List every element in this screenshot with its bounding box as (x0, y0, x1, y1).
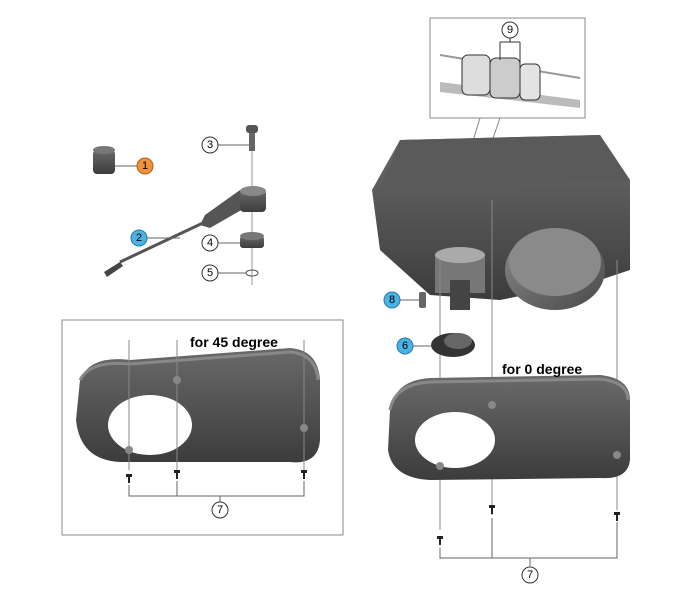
callout-9: 9 (501, 21, 519, 39)
callout-7-left: 7 (211, 501, 229, 519)
svg-text:7: 7 (217, 504, 223, 516)
callout-2: 2 (130, 229, 148, 247)
screws-7-right (437, 505, 620, 566)
svg-text:3: 3 (207, 139, 213, 151)
svg-text:2: 2 (136, 232, 142, 244)
callout-7-right: 7 (521, 566, 539, 584)
part-5-clip (218, 269, 259, 277)
svg-text:8: 8 (389, 294, 395, 306)
callout-4: 4 (201, 234, 219, 252)
callout-3: 3 (201, 136, 219, 154)
part-2-lever (104, 186, 266, 277)
callout-8: 8 (383, 291, 401, 309)
svg-text:9: 9 (507, 24, 513, 36)
svg-text:7: 7 (527, 569, 533, 581)
detail-connector-9 (439, 38, 581, 108)
cover-45-degree (76, 340, 320, 470)
part-4-spacer (218, 232, 264, 248)
part-6-sprocket-nut (413, 333, 475, 357)
screws-7-left (126, 470, 307, 502)
label-0-degree: for 0 degree (502, 361, 582, 377)
cover-0-degree (388, 375, 630, 480)
svg-text:1: 1 (142, 160, 148, 172)
drive-unit (372, 135, 630, 530)
part-3-bolt (218, 125, 258, 285)
callout-6: 6 (396, 337, 414, 355)
svg-text:5: 5 (207, 267, 213, 279)
callout-5: 5 (201, 264, 219, 282)
part-1-cap (93, 146, 137, 174)
svg-text:6: 6 (402, 340, 408, 352)
callout-1: 1 (136, 157, 154, 175)
svg-text:4: 4 (207, 237, 213, 249)
part-8-pin (400, 292, 426, 308)
option-box-45-degree (61, 319, 344, 536)
label-45-degree: for 45 degree (190, 334, 278, 350)
